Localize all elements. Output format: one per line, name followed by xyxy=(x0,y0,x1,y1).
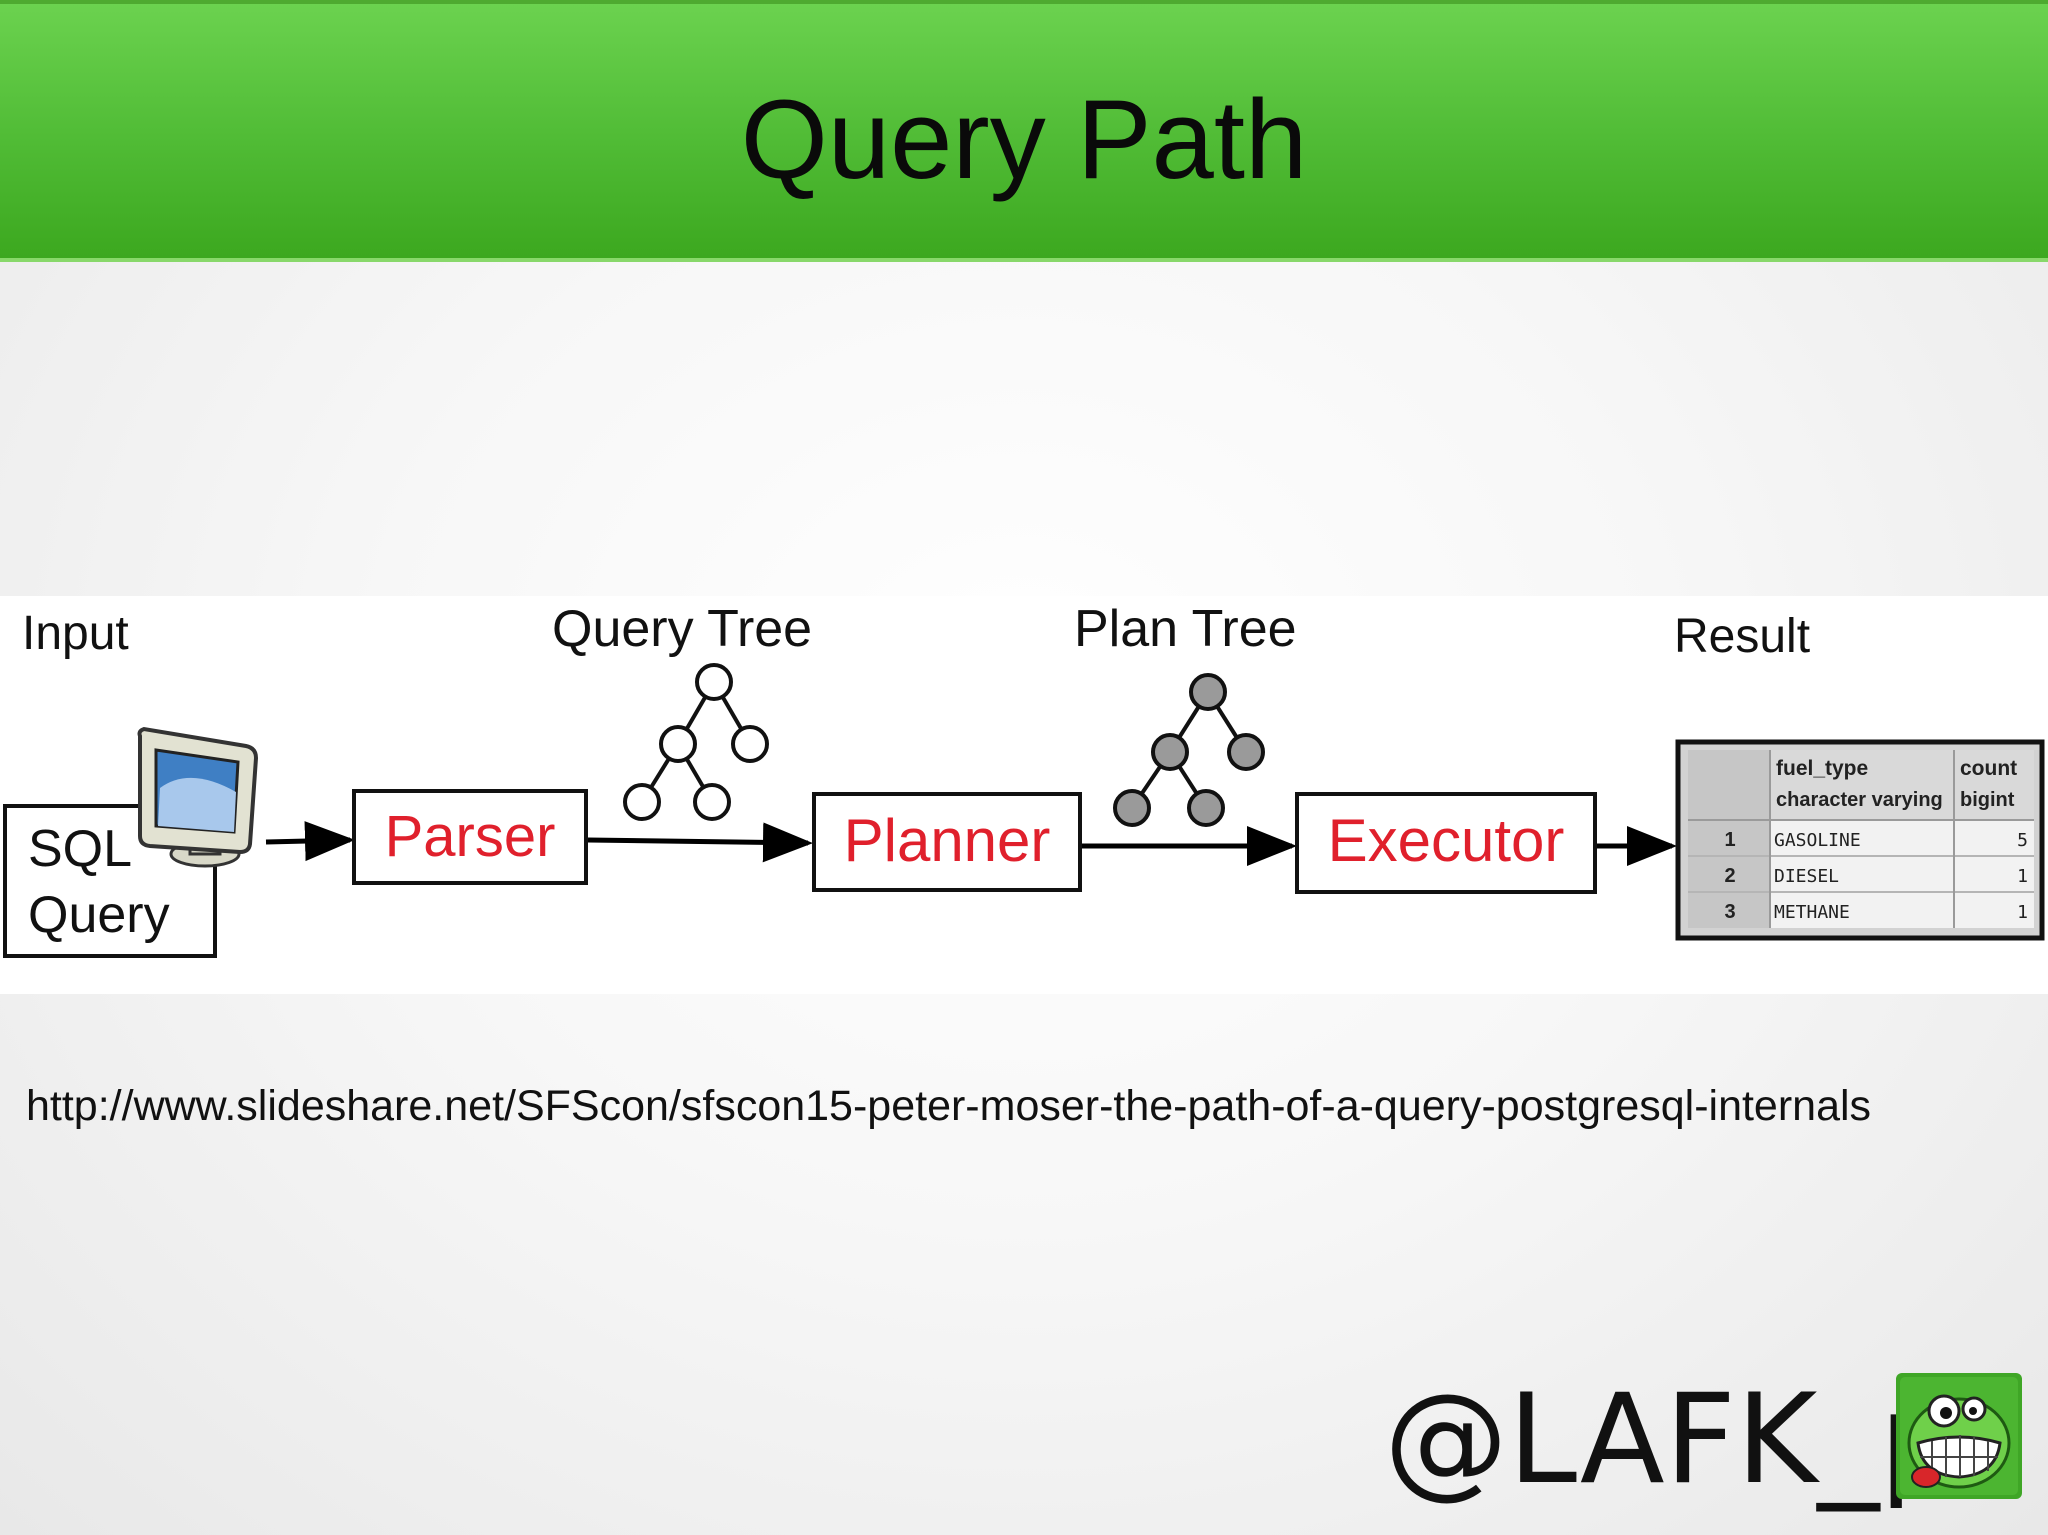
planner-label: Planner xyxy=(844,807,1051,874)
label-plan-tree: Plan Tree xyxy=(1074,600,1297,658)
col-header-count: count xyxy=(1960,757,2017,780)
executor-box xyxy=(1295,792,1597,894)
label-result: Result xyxy=(1674,610,1810,663)
slide-title: Query Path xyxy=(740,77,1308,202)
computer-monitor-icon xyxy=(137,726,259,868)
title-bar xyxy=(0,0,2048,262)
diagram-svg: Input Query Tree Plan Tree Result SQL Qu… xyxy=(3,600,2045,958)
col-type-fuel-type: character varying xyxy=(1776,789,1943,811)
row-index: 3 xyxy=(1724,901,1735,923)
row-count: 1 xyxy=(2017,866,2028,887)
row-index: 1 xyxy=(1724,829,1735,851)
query-tree-icon xyxy=(623,663,769,821)
row-fuel-type: METHANE xyxy=(1774,902,1850,923)
row-fuel-type: GASOLINE xyxy=(1774,830,1861,851)
avatar xyxy=(1896,1373,2022,1499)
sql-query-line1: SQL xyxy=(28,820,132,878)
label-input: Input xyxy=(22,607,129,660)
twitter-handle: @LAFK_pl xyxy=(1384,1368,1993,1512)
executor-label: Executor xyxy=(1328,807,1565,874)
arrow-input-parser xyxy=(265,821,355,862)
green-monster-avatar-icon xyxy=(1896,1373,2022,1499)
sql-query-line2: Query xyxy=(28,886,170,944)
parser-label: Parser xyxy=(385,804,556,869)
planner-box xyxy=(812,792,1082,892)
row-count: 5 xyxy=(2017,830,2028,851)
label-query-tree: Query Tree xyxy=(552,600,812,658)
result-table: fuel_type character varying count bigint… xyxy=(1675,739,2045,941)
parser-box xyxy=(352,789,588,885)
row-count: 1 xyxy=(2017,902,2028,923)
col-header-fuel-type: fuel_type xyxy=(1776,757,1868,780)
row-index: 2 xyxy=(1724,865,1735,887)
arrow-parser-planner xyxy=(587,822,813,863)
row-fuel-type: DIESEL xyxy=(1774,866,1839,887)
query-path-diagram: Input Query Tree Plan Tree Result SQL Qu… xyxy=(0,596,2048,994)
source-url-link[interactable]: http://www.slideshare.net/SFScon/sfscon1… xyxy=(26,1082,1872,1130)
plan-tree-icon xyxy=(1113,673,1265,827)
col-type-count: bigint xyxy=(1960,789,2015,811)
